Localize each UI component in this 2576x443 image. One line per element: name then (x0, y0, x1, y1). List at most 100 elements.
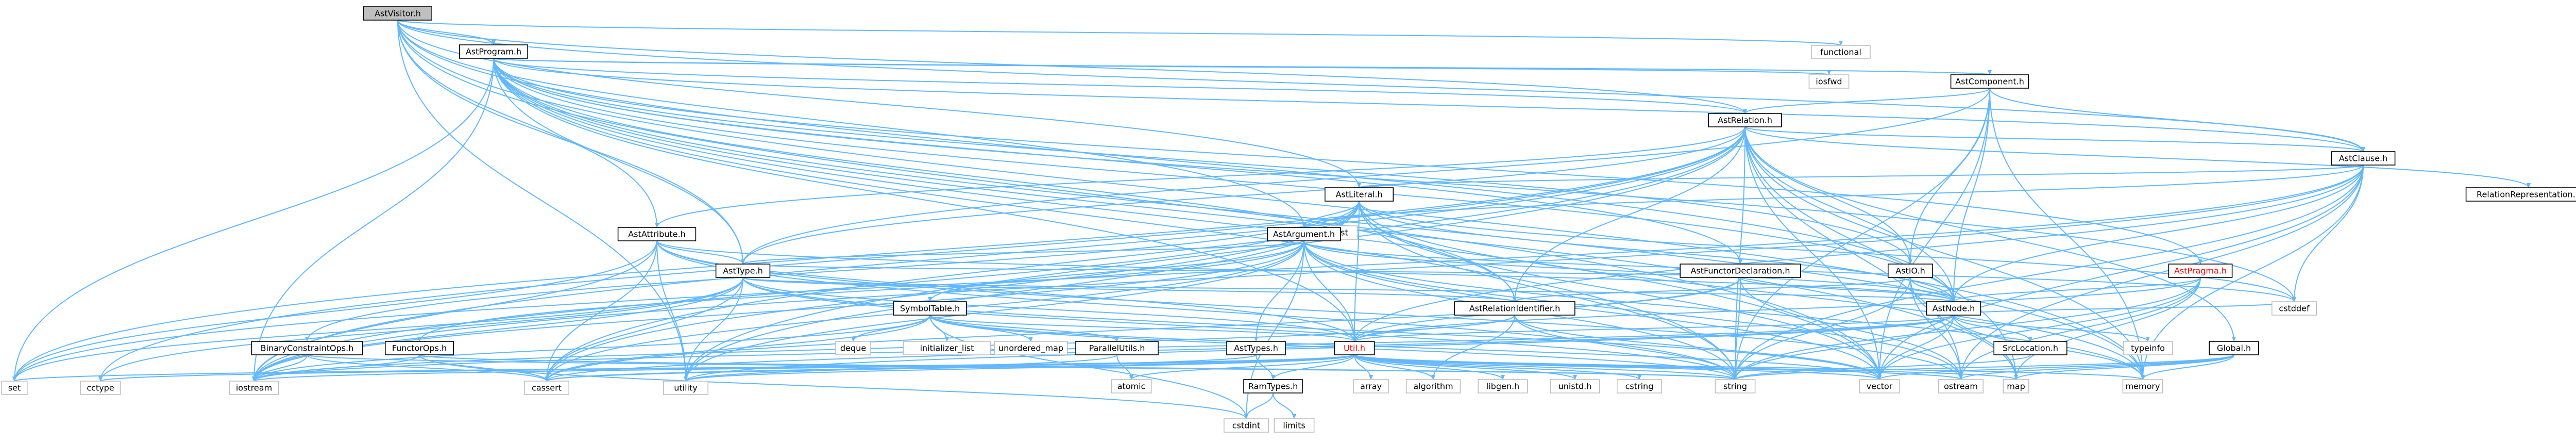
node-ramtypes[interactable]: RamTypes.h (1243, 379, 1303, 393)
edge-util-to-ramtypes (1271, 354, 1355, 380)
node-astclause[interactable]: AstClause.h (2331, 151, 2396, 166)
edge-astvisitor-to-astrelation (397, 20, 1747, 114)
node-string: string (1715, 379, 1756, 393)
node-label: AstPragma.h (2174, 266, 2227, 276)
node-map: map (2003, 379, 2029, 393)
node-functorops[interactable]: FunctorOps.h (384, 341, 454, 355)
node-algorithm: algorithm (1405, 379, 1461, 393)
node-astio[interactable]: AstIO.h (1888, 264, 1934, 278)
edge-global-to-map (2014, 354, 2234, 380)
node-box (1993, 341, 2067, 355)
node-astprogram[interactable]: AstProgram.h (459, 44, 528, 59)
edge-astprogram-to-map (493, 58, 2018, 380)
node-astpragma[interactable]: AstPragma.h (2168, 264, 2233, 278)
edge-asttype-to-set (12, 277, 743, 382)
edge-astvisitor-to-astclause (397, 20, 2365, 152)
node-box (523, 381, 569, 395)
node-binaryconstraintops[interactable]: BinaryConstraintOps.h (251, 341, 363, 355)
node-box (1478, 379, 1528, 393)
node-label: functional (1820, 47, 1861, 57)
node-unordered_map: unordered_map (994, 341, 1068, 355)
edge-astprogram-to-cstddef (493, 58, 2296, 302)
node-astcomponent[interactable]: AstComponent.h (1950, 74, 2029, 89)
node-box (1859, 379, 1900, 393)
node-box (2465, 187, 2576, 202)
node-label: unordered_map (998, 343, 1063, 354)
edge-astrelation-to-astclause (1744, 126, 2365, 152)
edge-astargument-to-ostream (1303, 240, 1963, 380)
edge-astprogram-to-astrelationidentifier (493, 58, 1517, 302)
edge-asttype-to-util (742, 277, 1357, 342)
edge-astprogram-to-iostream (252, 58, 494, 382)
edge-astvisitor-to-astliteral (397, 20, 1361, 188)
node-astargument[interactable]: AstArgument.h (1267, 227, 1341, 241)
edge-astnode-to-srclocation (1953, 315, 2032, 342)
edge-asttype-to-utility (684, 277, 743, 382)
edge-astprogram-to-asttype (493, 58, 745, 265)
node-astnode[interactable]: AstNode.h (1926, 301, 1981, 316)
node-astfunctordeclaration[interactable]: AstFunctorDeclaration.h (1680, 264, 1801, 278)
node-box (893, 301, 967, 316)
edge-global-to-string (1733, 354, 2234, 380)
node-astrelation[interactable]: AstRelation.h (1708, 113, 1782, 127)
node-relationrepresentation[interactable]: RelationRepresentation.h (2465, 187, 2576, 202)
node-box (1, 381, 28, 395)
edge-astclause-to-set (12, 165, 2364, 382)
node-label: AstClause.h (2339, 154, 2388, 163)
edge-astargument-to-memory (1303, 240, 2145, 380)
edge-astargument-to-symboltable (928, 240, 1304, 302)
node-asttype[interactable]: AstType.h (715, 264, 771, 278)
node-symboltable[interactable]: SymbolTable.h (893, 301, 967, 316)
node-box (2168, 264, 2233, 278)
node-label: AstTypes.h (1234, 343, 1278, 353)
node-asttypes[interactable]: AstTypes.h (1226, 341, 1286, 355)
node-box (715, 264, 771, 278)
node-typeinfo: typeinfo (2123, 341, 2173, 355)
node-label: map (2007, 382, 2025, 391)
node-util[interactable]: Util.h (1334, 341, 1375, 355)
edge-astprogram-to-vector (493, 58, 1882, 380)
node-iostream: iostream (229, 381, 279, 395)
node-initializer_list: initializer_list (903, 341, 991, 355)
edge-symboltable-to-util (929, 315, 1357, 342)
node-astrelationidentifier[interactable]: AstRelationIdentifier.h (1454, 301, 1575, 316)
edge-util-to-atomic (1129, 354, 1355, 380)
node-box (251, 341, 363, 355)
edge-astcomponent-to-astnode (1952, 88, 1990, 302)
edge-astrelation-to-string (1733, 126, 1745, 380)
edge-astcomponent-to-asttype (741, 88, 1990, 265)
edge-astattribute-to-asttype (656, 240, 745, 265)
node-srclocation[interactable]: SrcLocation.h (1993, 341, 2067, 355)
node-vector: vector (1859, 379, 1900, 393)
node-label: typeinfo (2131, 343, 2165, 353)
node-astattribute[interactable]: AstAttribute.h (617, 227, 697, 241)
edge-astliteral-to-vector (1359, 201, 1882, 380)
edge-astclause-to-ostream (1959, 165, 2364, 380)
node-label: cassert (532, 383, 562, 393)
edge-astclause-to-cstddef (2292, 165, 2364, 302)
node-label: deque (840, 343, 866, 353)
edge-astargument-to-astnode (1303, 240, 1956, 302)
edge-astrelation-to-astattribute (655, 126, 1745, 228)
edge-astclause-to-astliteral (1357, 165, 2364, 188)
edge-astclause-to-memory (2141, 165, 2364, 380)
node-astvisitor[interactable]: AstVisitor.h (363, 6, 432, 21)
node-label: Global.h (2217, 343, 2251, 353)
edge-util-to-utility (684, 354, 1355, 382)
node-label: cctype (87, 383, 114, 393)
edge-util-to-unistd (1354, 354, 1577, 380)
node-box (1811, 45, 1871, 59)
node-box (994, 341, 1068, 355)
edge-astcomponent-to-astrelation (1743, 88, 1990, 114)
node-utility: utility (663, 381, 709, 395)
edge-astio-to-astrelationidentifier (1513, 277, 1911, 302)
node-astliteral[interactable]: AstLiteral.h (1325, 187, 1394, 202)
node-label: vector (1867, 382, 1893, 391)
edge-astvisitor-to-astargument (397, 20, 1306, 228)
edge-astattribute-to-set (12, 240, 657, 382)
node-box (1888, 264, 1934, 278)
node-box (1334, 341, 1375, 355)
node-parallelutils[interactable]: ParallelUtils.h (1075, 341, 1159, 355)
node-global[interactable]: Global.h (2209, 341, 2259, 355)
node-label: initializer_list (920, 343, 974, 354)
